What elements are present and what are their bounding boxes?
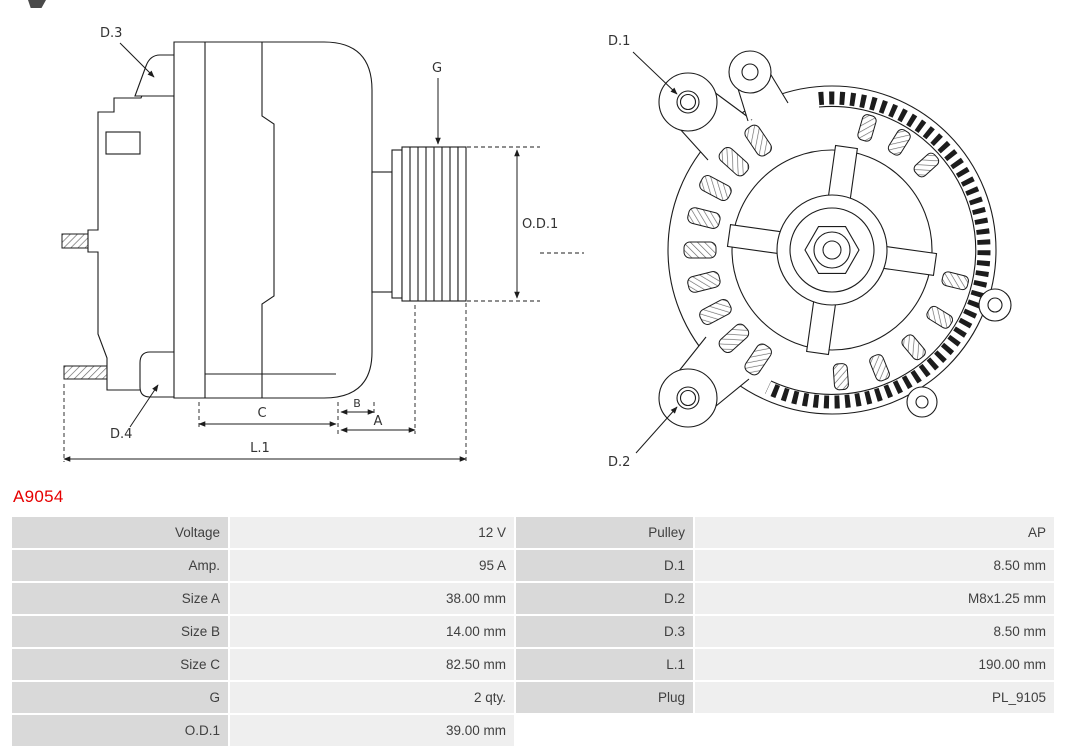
spec-value-cell: 8.50 mm xyxy=(695,550,1054,581)
spec-label-cell: D.3 xyxy=(516,616,693,647)
spec-value-cell: 39.00 mm xyxy=(230,715,514,746)
callout-d2: D.2 xyxy=(608,406,678,470)
spec-value-cell: 38.00 mm xyxy=(230,583,514,614)
spec-value-cell: M8x1.25 mm xyxy=(695,583,1054,614)
spec-value-cell: 14.00 mm xyxy=(230,616,514,647)
mounting-ear-top-center xyxy=(728,50,789,122)
body-seam-lines xyxy=(204,42,336,398)
shaft-boss xyxy=(371,171,393,293)
technical-drawing: O.D.1 C B A L.1 D.3 D.4 xyxy=(61,26,1012,470)
dim-label-d4: D.4 xyxy=(110,427,132,442)
mounting-ear-top xyxy=(134,54,183,97)
dim-label-od1: O.D.1 xyxy=(522,217,558,232)
vent-slots-outer xyxy=(683,124,772,376)
terminal-stud-top xyxy=(61,233,89,249)
vent-slots-inner xyxy=(832,114,969,391)
callout-d3: D.3 xyxy=(100,26,155,78)
callout-g: G xyxy=(432,61,442,145)
spec-label-cell: D.2 xyxy=(516,583,693,614)
terminal-stud-bottom xyxy=(63,365,108,380)
spec-value-cell: PL_9105 xyxy=(695,682,1054,713)
spec-value-cell: 2 qty. xyxy=(230,682,514,713)
spec-label-cell: Size A xyxy=(12,583,228,614)
spec-label-cell: Pulley xyxy=(516,517,693,548)
dim-label-a: A xyxy=(374,414,383,429)
dim-od1: O.D.1 xyxy=(467,146,584,302)
spec-label-cell xyxy=(516,715,693,746)
spec-value-cell: AP xyxy=(695,517,1054,548)
mounting-tab-bottom-right xyxy=(906,386,938,418)
spec-value-cell: 8.50 mm xyxy=(695,616,1054,647)
dim-label-d3: D.3 xyxy=(100,26,122,41)
dim-label-d2: D.2 xyxy=(608,455,630,470)
mounting-ear-top-left xyxy=(658,72,753,161)
rear-housing xyxy=(87,63,175,391)
spec-value-cell: 12 V xyxy=(230,517,514,548)
dim-label-l1: L.1 xyxy=(250,441,270,456)
pulley-face xyxy=(776,194,888,306)
callout-d4: D.4 xyxy=(110,384,159,442)
mounting-hole-d2 xyxy=(676,386,700,410)
serration-teeth xyxy=(765,91,991,409)
spec-value-cell: 190.00 mm xyxy=(695,649,1054,680)
dim-label-c: C xyxy=(257,406,266,421)
side-view: O.D.1 C B A L.1 D.3 D.4 xyxy=(61,26,584,462)
inner-ring xyxy=(731,149,933,351)
spec-value-cell: 95 A xyxy=(230,550,514,581)
dim-label-g: G xyxy=(432,61,442,76)
mounting-hole-d1 xyxy=(676,90,700,114)
part-number: A9054 xyxy=(13,487,64,506)
spec-label-cell: Plug xyxy=(516,682,693,713)
spec-label-cell: O.D.1 xyxy=(12,715,228,746)
front-view: D.1 D.2 xyxy=(608,34,1012,470)
regulator-detail xyxy=(105,131,141,155)
spec-label-cell: L.1 xyxy=(516,649,693,680)
spec-label-cell: Size B xyxy=(12,616,228,647)
dim-bottom: C B A L.1 xyxy=(63,303,467,462)
dim-label-d1: D.1 xyxy=(608,34,630,49)
page-corner-artifact xyxy=(28,0,46,8)
spec-value-cell: 82.50 mm xyxy=(230,649,514,680)
spec-value-cell xyxy=(695,715,1054,746)
dim-label-b: B xyxy=(353,397,361,410)
spec-label-cell: Amp. xyxy=(12,550,228,581)
pulley xyxy=(391,146,467,302)
spec-label-cell: Size C xyxy=(12,649,228,680)
spec-label-cell: D.1 xyxy=(516,550,693,581)
serration-inner-arc xyxy=(770,105,977,395)
mounting-tab-right xyxy=(978,288,1012,322)
callout-d1: D.1 xyxy=(608,34,678,95)
spec-label-cell: G xyxy=(12,682,228,713)
main-body xyxy=(173,41,373,399)
spec-label-cell: Voltage xyxy=(12,517,228,548)
